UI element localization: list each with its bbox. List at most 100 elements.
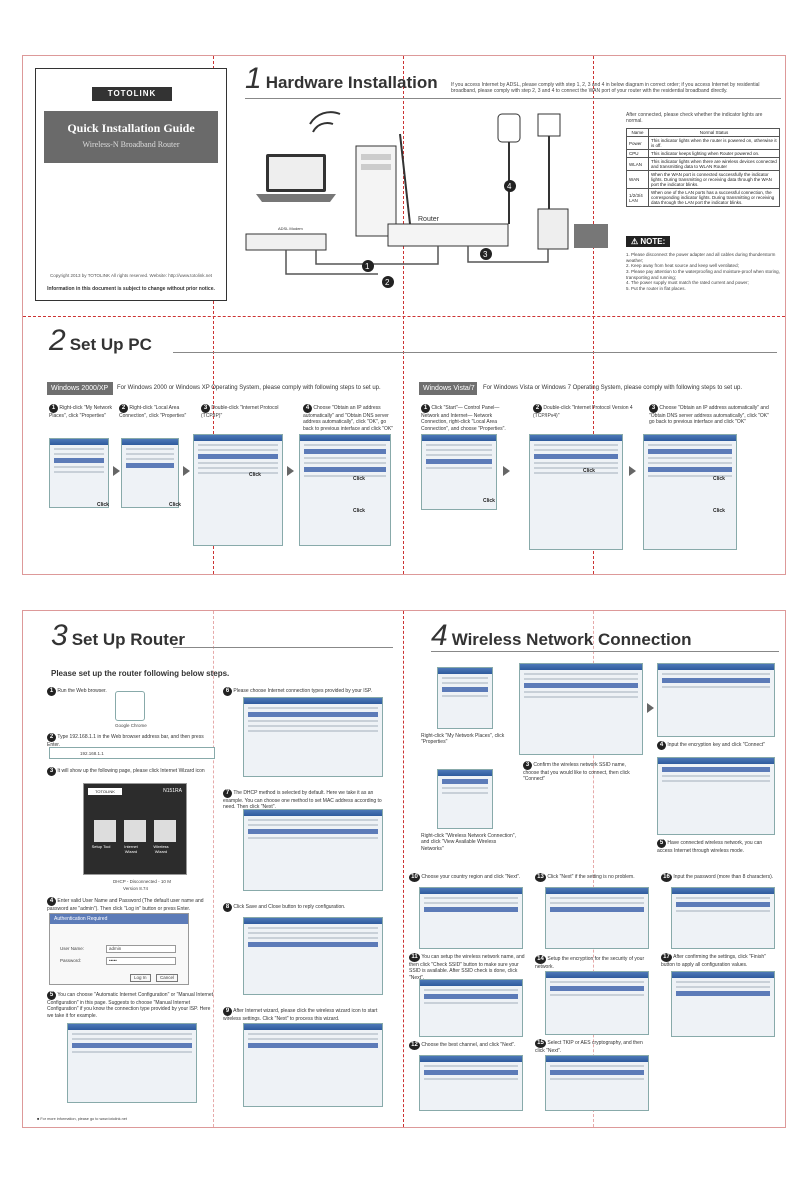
connected-screenshot [657,757,775,835]
arrow-icon [647,703,654,713]
network-list-screenshot [519,663,643,755]
arrow-icon [629,466,636,476]
status-intro: After connected, please check whether th… [626,112,763,125]
xp-properties-screenshot [193,434,283,546]
auth-title: Authentication Required [50,914,188,924]
xp-context-menu-screenshot [121,438,179,508]
router-step-8: 8 Click Save and Close button to reply c… [223,903,393,912]
wiz-step-10: 10 Choose your country region and click … [409,873,527,882]
click-label: Click [169,502,181,508]
splitter [537,208,569,250]
vista-network-screenshot [421,434,497,510]
section-1-intro: If you access Internet by ADSL, please c… [451,82,760,95]
vista-note: For Windows Vista or Windows 7 Operating… [483,385,742,391]
power-adapter [497,113,521,143]
cancel-button[interactable]: Cancel [156,974,179,982]
router-home-screenshot: TOTOLINK N151RA Setup Tool Internet Wiza… [83,783,187,875]
router-step-3: 3 It will show up the following page, pl… [47,767,217,776]
router-device [387,223,509,247]
browser-label: Google Chrome [115,723,147,728]
security-screenshot [545,971,649,1035]
wireless-wizard-icon[interactable] [154,820,176,842]
user-label: User Name: [60,946,85,951]
router-step-9: 9 After Internet wizard, please click th… [223,1007,378,1022]
guide-title: Quick Installation Guide [67,121,195,135]
wiz-step-14: 14 Setup the encryption for the security… [535,955,645,970]
click-label: Click [97,502,109,508]
xp-step-3: 3 Double-click "Internet Protocol (TCP/I… [201,404,279,419]
setup-tool-icon[interactable] [94,820,116,842]
wall-socket [537,113,561,137]
wifi-step-3: 3 Confirm the wireless network SSID name… [523,761,630,783]
xp-step-1: 1 Right-click "My Network Places", click… [49,404,113,419]
notice-text: Information in this document is subject … [47,286,215,292]
router-label: Router [418,216,440,223]
channel-screenshot [419,1055,523,1111]
config-mode-screenshot [67,1023,197,1103]
click-label: Click [713,476,725,482]
router-step-6: 6 Please choose Internet connection type… [223,687,393,696]
arrow-icon [113,466,120,476]
copyright-text: Copyright 2013 by TOTOLINK All rights re… [50,273,212,278]
vista-properties-screenshot [529,434,623,550]
xp-step-4: 4 Choose "Obtain an IP address automatic… [303,404,393,432]
password-screenshot [671,887,775,949]
encryption-key-screenshot [657,663,775,737]
address-bar-value: 192.168.1.1 [80,751,104,756]
xp-bar: Windows 2000/XP [47,382,113,395]
col-status: Normal Status [648,128,780,137]
note-list: 1. Please disconnect the power adapter a… [626,252,780,291]
wiz-step-17: 17 After confirming the settings, click … [661,953,766,968]
note-item: 2. Keep away from heat source and keep w… [626,263,739,269]
section-4-number: 4 [431,619,448,652]
cipher-screenshot [545,1055,649,1111]
wiz-step-11: 11 You can setup the wireless network na… [409,953,525,981]
cover-panel: TOTOLINK Quick Installation Guide Wirele… [35,68,227,301]
xp-start-menu-screenshot [49,438,109,508]
section-3-title: Set Up Router [71,630,186,649]
note-item: 1. Please disconnect the power adapter a… [626,252,776,263]
router-antenna [399,133,411,225]
section-1-number: 1 [245,62,262,95]
note-item: 3. Please pay attention to the waterproo… [626,268,780,280]
step-4-marker [504,180,516,192]
wifi-start-menu-screenshot [437,667,493,729]
sheet-back: 3 Set Up Router Please set up the router… [22,610,786,1128]
section-3-heading: 3 Set Up Router [51,619,185,653]
wifi-context-menu-screenshot [437,769,493,829]
login-button[interactable]: Log In [130,974,151,982]
sheet-front: TOTOLINK Quick Installation Guide Wirele… [22,55,786,575]
click-label: Click [583,468,595,474]
note-item: 4. The power supply must match the rated… [626,280,749,286]
section-2-title: Set Up PC [69,335,152,354]
pc-tower [355,145,397,237]
router-step-5: 5 You can choose "Automatic Internet Con… [47,991,214,1019]
wifi-step-4: 4 Input the encryption key and click "Co… [657,741,777,750]
arrow-icon [287,466,294,476]
auth-dialog: Authentication Required User Name: admin… [49,913,189,985]
connection-status: DHCP - Disconnected - 10 M [113,879,171,884]
arrow-icon [183,466,190,476]
finish-screenshot [671,971,775,1037]
router-step-1: 1 Run the Web browser. [47,687,207,696]
router-logo: TOTOLINK [88,788,122,795]
svg-text:3: 3 [483,250,488,259]
connection-type-screenshot [243,697,383,777]
wiz-step-13: 13 Click "Next" if the setting is no pro… [535,873,653,882]
footer-note: ■ For more information, please go to www… [37,1117,127,1121]
internet-wizard-icon[interactable] [124,820,146,842]
vista-bar: Windows Vista/7 [419,382,477,395]
click-label: Click [353,508,365,514]
svg-text:1: 1 [365,262,370,271]
username-field[interactable]: admin [106,945,176,953]
vista-step-1: 1 Click "Start"— Control Panel— Network … [421,404,506,432]
dhcp-screenshot [243,809,383,891]
xp-note: For Windows 2000 or Windows XP Operating… [117,385,381,391]
section-2-number: 2 [49,324,66,357]
vista-ipv4-screenshot [643,434,737,550]
